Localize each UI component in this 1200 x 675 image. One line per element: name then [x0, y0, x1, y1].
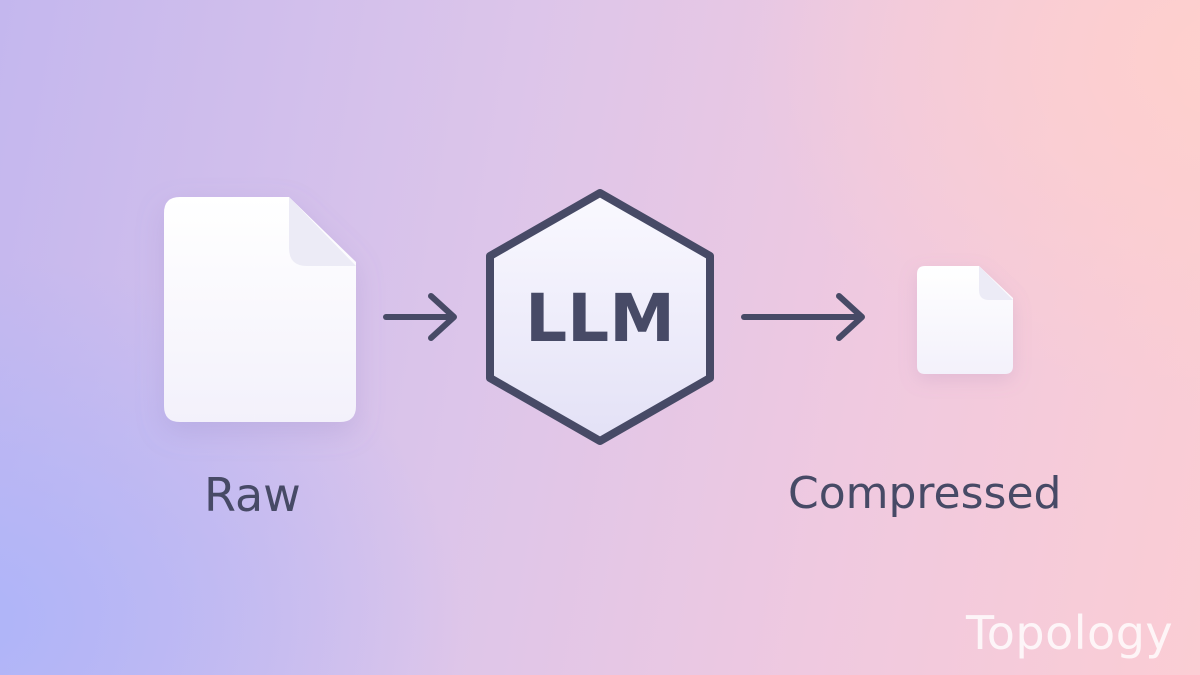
arrow-right-icon: [741, 293, 865, 341]
arrow-right-icon: [383, 293, 457, 341]
raw-label: Raw: [204, 468, 301, 522]
compressed-document-icon: [917, 266, 1013, 374]
llm-hexagon-icon: [486, 189, 714, 445]
compressed-label: Compressed: [788, 468, 1062, 519]
raw-document-icon: [164, 197, 356, 422]
topology-watermark: Topology: [966, 606, 1174, 660]
llm-label: LLM: [525, 280, 675, 357]
